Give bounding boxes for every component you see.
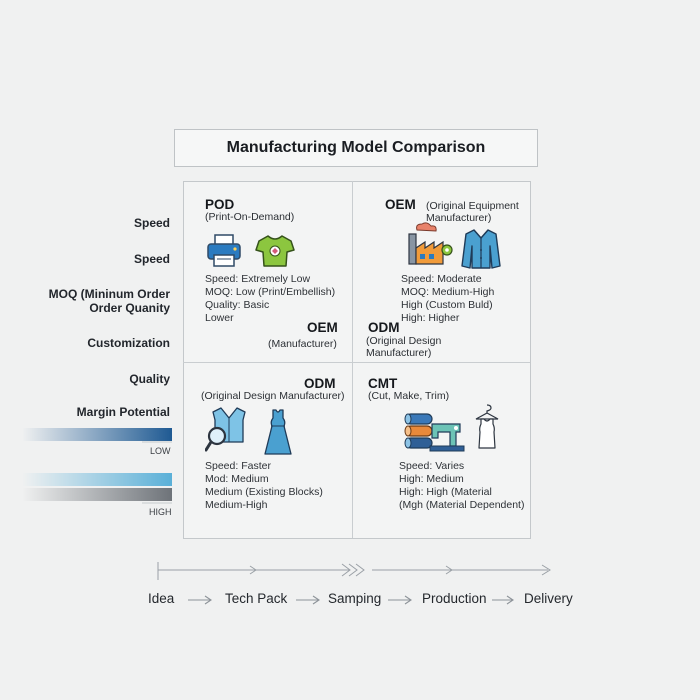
odm-inner-subtitle: (Original Design Manufacturer): [366, 335, 442, 359]
legend-bars: [22, 428, 172, 504]
oem-detail-speed: Speed: Moderate: [401, 273, 482, 285]
odm-name: ODM: [304, 376, 336, 391]
dress-icon: [264, 409, 292, 455]
pod-name: POD: [205, 197, 235, 212]
jacket-icon: [461, 229, 501, 269]
cmt-detail-speed: Speed: Varies: [399, 460, 465, 472]
pod-detail-moq: MOQ: Low (Print/Embellish): [205, 286, 336, 298]
oem-inner-subtitle: (Manufacturer): [268, 338, 337, 350]
flow-step-delivery: Delivery: [524, 591, 573, 606]
odm-detail-customization: Medium (Existing Blocks): [205, 486, 323, 498]
row-label-margin-potential: Margin Potential: [76, 405, 170, 419]
pod-detail-quality: Quality: Basic: [205, 299, 270, 311]
row-label-customization: Customization: [87, 336, 170, 350]
hanger-top-icon: [475, 404, 499, 449]
flow-timeline: [157, 562, 551, 580]
oem-name: OEM: [385, 197, 416, 212]
row-label-speed: Speed: [133, 216, 170, 230]
legend-high: HIGH: [149, 507, 172, 517]
cmt-details: Speed: Varies High: Medium High: High (M…: [399, 460, 524, 512]
oem-subtitle: (Original Equipment Manufacturer): [426, 200, 519, 224]
odm-detail-speed: Speed: Faster: [205, 460, 271, 472]
odm-details: Speed: Faster Mod: Medium Medium (Existi…: [205, 460, 323, 512]
tshirt-icon: [255, 235, 295, 267]
oem-details: Speed: Moderate MOQ: Medium-High High (C…: [401, 273, 494, 325]
odm-inner-name: ODM: [368, 320, 400, 335]
odm-detail-moq: Mod: Medium: [205, 473, 269, 485]
oem-detail-customization: High (Custom Buld): [401, 299, 493, 311]
flow-step-idea: Idea: [148, 591, 175, 606]
oem-detail-quality: High: Higher: [401, 312, 460, 324]
cmt-subtitle: (Cut, Make, Trim): [368, 390, 450, 402]
cmt-name: CMT: [368, 376, 398, 391]
diagram-title: Manufacturing Model Comparison: [174, 129, 538, 167]
pod-details: Speed: Extremely Low MOQ: Low (Print/Emb…: [205, 273, 335, 325]
oem-inner-name: OEM: [307, 320, 338, 335]
vest-magnifier-icon: [205, 407, 246, 452]
sewing-machine-icon: [429, 423, 465, 452]
fabric-rolls-icon: [404, 413, 433, 449]
flow-arrows: [188, 595, 514, 605]
pod-detail-margin: Lower: [205, 312, 234, 324]
row-label-quality: Quality: [129, 372, 170, 386]
flow-step-tech-pack: Tech Pack: [225, 591, 288, 606]
flow-step-sampling: Samping: [328, 591, 382, 606]
cmt-detail-customization: High: High (Material: [399, 486, 492, 498]
grid-divider-horizontal: [183, 362, 530, 363]
row-label-moq: MOQ (Mininum Order Order Quanity: [48, 287, 170, 315]
legend-bar-teal: [22, 473, 172, 486]
pod-detail-speed: Speed: Extremely Low: [205, 273, 311, 285]
cmt-detail-quality: (Mgh (Material Dependent): [399, 499, 525, 511]
cmt-detail-moq: High: Medium: [399, 473, 464, 485]
flow-step-production: Production: [422, 591, 487, 606]
factory-icon: [408, 222, 453, 265]
magnifier-icon: [207, 426, 227, 446]
oem-detail-moq: MOQ: Medium-High: [401, 286, 495, 298]
odm-subtitle: (Original Design Manufacturer): [201, 390, 345, 402]
fabric-rolls-sewing-icon: [404, 413, 465, 452]
pod-subtitle: (Print-On-Demand): [205, 211, 295, 223]
grid-divider-vertical: [352, 181, 353, 538]
row-label-speed-2: Speed: [133, 252, 170, 266]
legend-bar-grey: [22, 488, 172, 501]
legend-low: LOW: [150, 446, 171, 456]
odm-detail-quality: Medium-High: [205, 499, 268, 511]
printer-icon: [207, 234, 241, 267]
legend-bar-navy: [22, 428, 172, 441]
